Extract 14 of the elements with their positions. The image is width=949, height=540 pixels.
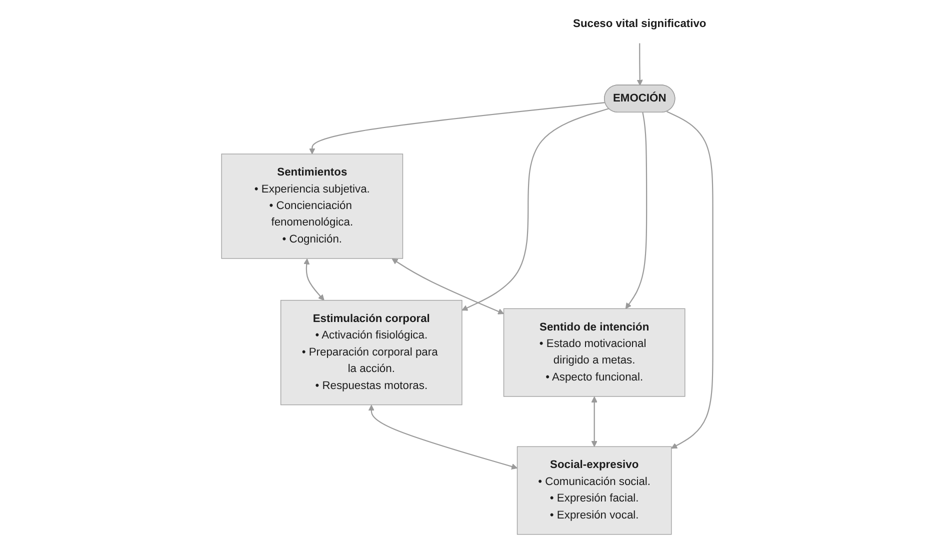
arrow bbox=[309, 102, 606, 154]
node-box: Social-expresivo • Comunicación social. • Expresión facial. • Expresión vocal. bbox=[517, 446, 672, 535]
arrow bbox=[392, 258, 504, 314]
arrow bbox=[462, 108, 610, 311]
arrow bbox=[636, 43, 644, 86]
arrow bbox=[304, 258, 325, 301]
arrow bbox=[666, 111, 714, 449]
node-box: Sentido de intención • Estado motivacional dirigido a metas. • Aspecto funcional. bbox=[504, 308, 686, 397]
arrow bbox=[591, 396, 598, 447]
arrow bbox=[368, 404, 518, 470]
node-text: Suceso vital significativo bbox=[573, 18, 706, 30]
node-box: Sentimientos • Experiencia subjetiva. • Concienciación fenomenológica. • Cognición. bbox=[221, 154, 404, 259]
arrow bbox=[626, 112, 648, 309]
node-box: Estimulación corporal • Activación fisiológica. • Preparación corporal para la acción. • Respuestas motoras. bbox=[280, 300, 462, 406]
